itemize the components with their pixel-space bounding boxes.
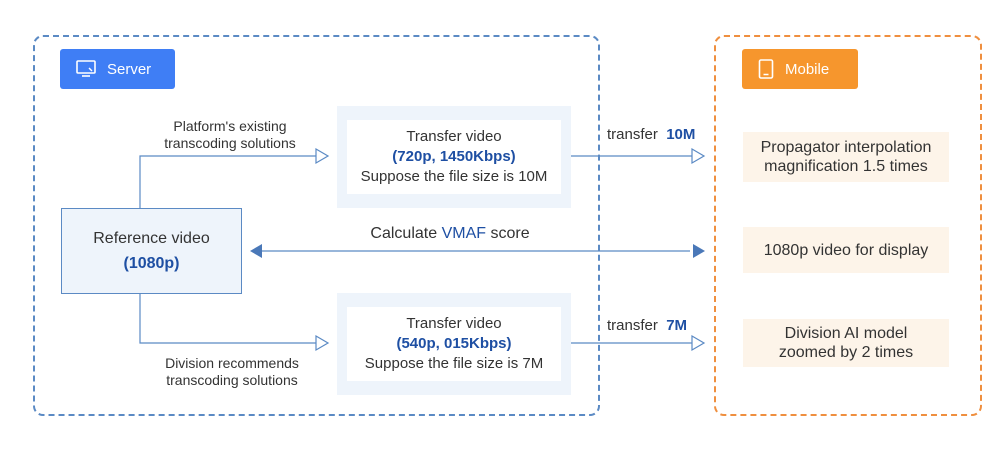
mobile-ai-zoom-box: Division AI model zoomed by 2 times — [743, 319, 949, 367]
transfer-size-value: 7M — [666, 317, 688, 334]
transfer-label-bottom: transfer 7M — [607, 317, 687, 334]
vmaf-label: Calculate VMAF score — [300, 225, 600, 243]
reference-resolution: (1080p) — [123, 255, 180, 272]
note-line: transcoding solutions — [164, 135, 296, 151]
note-line: transcoding solutions — [166, 372, 298, 388]
transfer-spec: (540p, 015Kbps) — [396, 335, 512, 352]
server-label: Server — [107, 60, 152, 78]
mobile-box-line: Propagator interpolation — [760, 139, 932, 156]
mobile-box-line: 1080p video for display — [763, 241, 929, 259]
mobile-box-line: Division AI model — [784, 325, 908, 342]
top-branch-line — [139, 155, 318, 208]
note-line: Platform's existing — [173, 118, 287, 134]
mobile-display-box: 1080p video for display — [743, 227, 949, 273]
transfer-title: Transfer video — [406, 128, 502, 145]
vmaf-highlight: VMAF — [441, 225, 487, 242]
transfer-top-arrowhead — [691, 147, 706, 165]
vmaf-prefix: Calculate — [370, 225, 442, 242]
server-badge: Server — [60, 49, 175, 89]
reference-title: Reference video — [93, 230, 210, 247]
note-line: Division recommends — [165, 355, 299, 371]
mobile-region — [714, 35, 982, 416]
vmaf-suffix: score — [486, 225, 530, 242]
server-region — [33, 35, 600, 416]
bottom-branch-line — [139, 294, 318, 344]
mobile-label: Mobile — [785, 60, 830, 78]
phone-icon — [758, 59, 774, 79]
transfer-video-bottom: Transfer video (540p, 015Kbps) Suppose t… — [337, 293, 571, 395]
transfer-word: transfer — [607, 126, 663, 143]
transfer-spec: (720p, 1450Kbps) — [392, 148, 516, 165]
transfer-bottom-arrowhead — [691, 334, 706, 352]
transfer-size-value: 10M — [666, 126, 696, 143]
transfer-size: Suppose the file size is 10M — [360, 168, 548, 185]
vmaf-right-arrowhead — [693, 244, 705, 258]
mobile-badge: Mobile — [742, 49, 858, 89]
monitor-icon — [76, 60, 96, 78]
mobile-interpolation-box: Propagator interpolation magnification 1… — [743, 132, 949, 182]
transfer-size: Suppose the file size is 7M — [364, 355, 544, 372]
reference-video-box: Reference video (1080p) — [61, 208, 242, 294]
transfer-title: Transfer video — [406, 315, 502, 332]
existing-solution-note: Platform's existing transcoding solution… — [130, 118, 330, 152]
transfer-word: transfer — [607, 317, 663, 334]
top-branch-arrowhead — [315, 147, 330, 165]
vmaf-left-arrowhead — [250, 244, 262, 258]
bottom-branch-arrowhead — [315, 334, 330, 352]
mobile-box-line: magnification 1.5 times — [764, 158, 928, 175]
mobile-box-line: zoomed by 2 times — [778, 344, 914, 361]
transfer-label-top: transfer 10M — [607, 126, 695, 143]
recommended-solution-note: Division recommends transcoding solution… — [132, 355, 332, 389]
transfer-video-top: Transfer video (720p, 1450Kbps) Suppose … — [337, 106, 571, 208]
